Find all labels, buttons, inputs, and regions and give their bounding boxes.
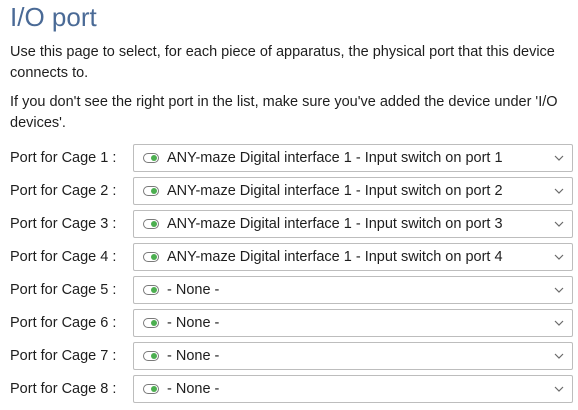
page-description: Use this page to select, for each piece … bbox=[10, 44, 555, 81]
port-select-cage-8[interactable]: - None - bbox=[133, 375, 573, 403]
port-label: Port for Cage 1 : bbox=[10, 150, 117, 166]
port-label: Port for Cage 6 : bbox=[10, 315, 117, 331]
port-label: Port for Cage 5 : bbox=[10, 282, 117, 298]
port-label: Port for Cage 4 : bbox=[10, 249, 117, 265]
port-row-cage-3: Port for Cage 3 : ANY-maze Digital inter… bbox=[0, 210, 578, 238]
switch-toggle-icon bbox=[143, 318, 159, 328]
port-select-value: ANY-maze Digital interface 1 - Input swi… bbox=[167, 216, 503, 232]
port-select-cage-4[interactable]: ANY-maze Digital interface 1 - Input swi… bbox=[133, 243, 573, 271]
chevron-down-icon[interactable] bbox=[554, 187, 564, 195]
switch-toggle-icon bbox=[143, 351, 159, 361]
port-label: Port for Cage 7 : bbox=[10, 348, 117, 364]
port-select-value: ANY-maze Digital interface 1 - Input swi… bbox=[167, 249, 503, 265]
chevron-down-icon[interactable] bbox=[554, 319, 564, 327]
port-label: Port for Cage 8 : bbox=[10, 381, 117, 397]
switch-toggle-icon bbox=[143, 186, 159, 196]
port-select-value: - None - bbox=[167, 348, 220, 364]
port-select-value: ANY-maze Digital interface 1 - Input swi… bbox=[167, 150, 503, 166]
page-hint: If you don't see the right port in the l… bbox=[10, 94, 558, 131]
port-row-cage-2: Port for Cage 2 : ANY-maze Digital inter… bbox=[0, 177, 578, 205]
chevron-down-icon[interactable] bbox=[554, 286, 564, 294]
chevron-down-icon[interactable] bbox=[554, 154, 564, 162]
chevron-down-icon[interactable] bbox=[554, 220, 564, 228]
chevron-down-icon[interactable] bbox=[554, 352, 564, 360]
port-row-cage-1: Port for Cage 1 : ANY-maze Digital inter… bbox=[0, 144, 578, 172]
port-select-cage-1[interactable]: ANY-maze Digital interface 1 - Input swi… bbox=[133, 144, 573, 172]
switch-toggle-icon bbox=[143, 219, 159, 229]
port-row-cage-4: Port for Cage 4 : ANY-maze Digital inter… bbox=[0, 243, 578, 271]
port-select-value: - None - bbox=[167, 381, 220, 397]
chevron-down-icon[interactable] bbox=[554, 253, 564, 261]
port-row-cage-6: Port for Cage 6 : - None - bbox=[0, 309, 578, 337]
switch-toggle-icon bbox=[143, 384, 159, 394]
page-title: I/O port bbox=[10, 2, 97, 32]
port-label: Port for Cage 3 : bbox=[10, 216, 117, 232]
switch-toggle-icon bbox=[143, 153, 159, 163]
port-row-cage-8: Port for Cage 8 : - None - bbox=[0, 375, 578, 403]
port-select-cage-5[interactable]: - None - bbox=[133, 276, 573, 304]
port-row-cage-7: Port for Cage 7 : - None - bbox=[0, 342, 578, 370]
port-row-cage-5: Port for Cage 5 : - None - bbox=[0, 276, 578, 304]
port-label: Port for Cage 2 : bbox=[10, 183, 117, 199]
port-select-value: - None - bbox=[167, 315, 220, 331]
port-select-cage-7[interactable]: - None - bbox=[133, 342, 573, 370]
port-select-cage-2[interactable]: ANY-maze Digital interface 1 - Input swi… bbox=[133, 177, 573, 205]
port-select-cage-3[interactable]: ANY-maze Digital interface 1 - Input swi… bbox=[133, 210, 573, 238]
port-select-cage-6[interactable]: - None - bbox=[133, 309, 573, 337]
port-select-value: - None - bbox=[167, 282, 220, 298]
port-select-value: ANY-maze Digital interface 1 - Input swi… bbox=[167, 183, 503, 199]
chevron-down-icon[interactable] bbox=[554, 385, 564, 393]
switch-toggle-icon bbox=[143, 285, 159, 295]
switch-toggle-icon bbox=[143, 252, 159, 262]
